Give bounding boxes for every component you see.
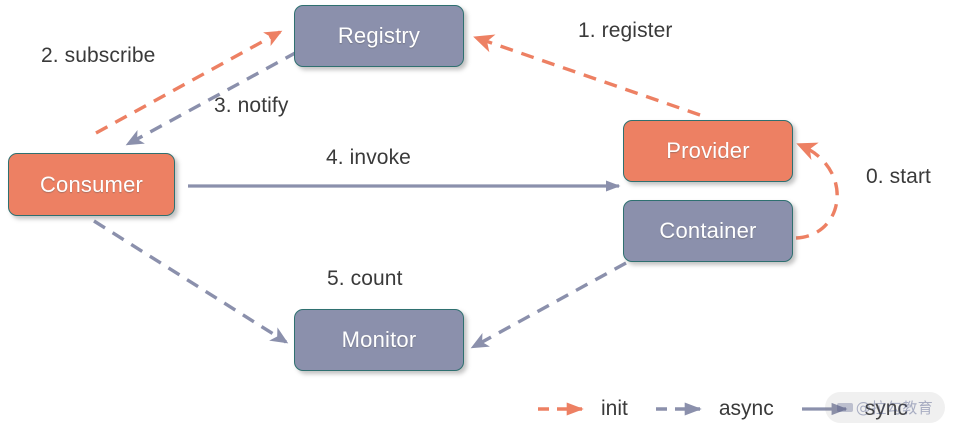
legend-item-async: async [654, 397, 774, 421]
node-container[interactable]: Container [623, 200, 793, 262]
node-consumer-label: Consumer [39, 171, 144, 197]
legend-swatch-async [655, 402, 702, 416]
legend-label-init: init [601, 397, 628, 420]
legend: init async syn [536, 390, 908, 428]
edge-subscribe [95, 30, 283, 135]
edge-label-notify: 3. notify [214, 94, 289, 117]
legend-item-sync: sync [800, 397, 908, 421]
node-provider-label: Provider [666, 138, 750, 163]
node-monitor[interactable]: Monitor [294, 309, 464, 371]
node-registry-label: Registry [337, 23, 421, 48]
node-registry[interactable]: Registry [294, 5, 464, 67]
edge-label-start: 0. start [866, 165, 931, 188]
edge-notify [125, 50, 298, 146]
edge-count [93, 219, 289, 344]
node-provider[interactable]: Provider [623, 120, 793, 182]
legend-swatch-init [538, 402, 584, 416]
edge-label-count: 5. count [327, 267, 403, 290]
edge-label-invoke: 4. invoke [326, 146, 411, 169]
edge-register [473, 34, 701, 117]
edge-label-register: 1. register [578, 19, 673, 42]
edge-container-monitor [470, 261, 627, 349]
legend-label-async: async [718, 397, 774, 420]
edge-start [795, 142, 839, 240]
legend-swatch-sync [801, 402, 848, 416]
legend-label-sync: sync [864, 397, 908, 420]
legend-item-init: init [536, 397, 628, 421]
node-monitor-label: Monitor [341, 327, 417, 352]
node-container-label: Container [659, 218, 757, 243]
edge-label-subscribe: 2. subscribe [41, 44, 156, 67]
node-consumer[interactable]: Consumer [8, 153, 175, 216]
